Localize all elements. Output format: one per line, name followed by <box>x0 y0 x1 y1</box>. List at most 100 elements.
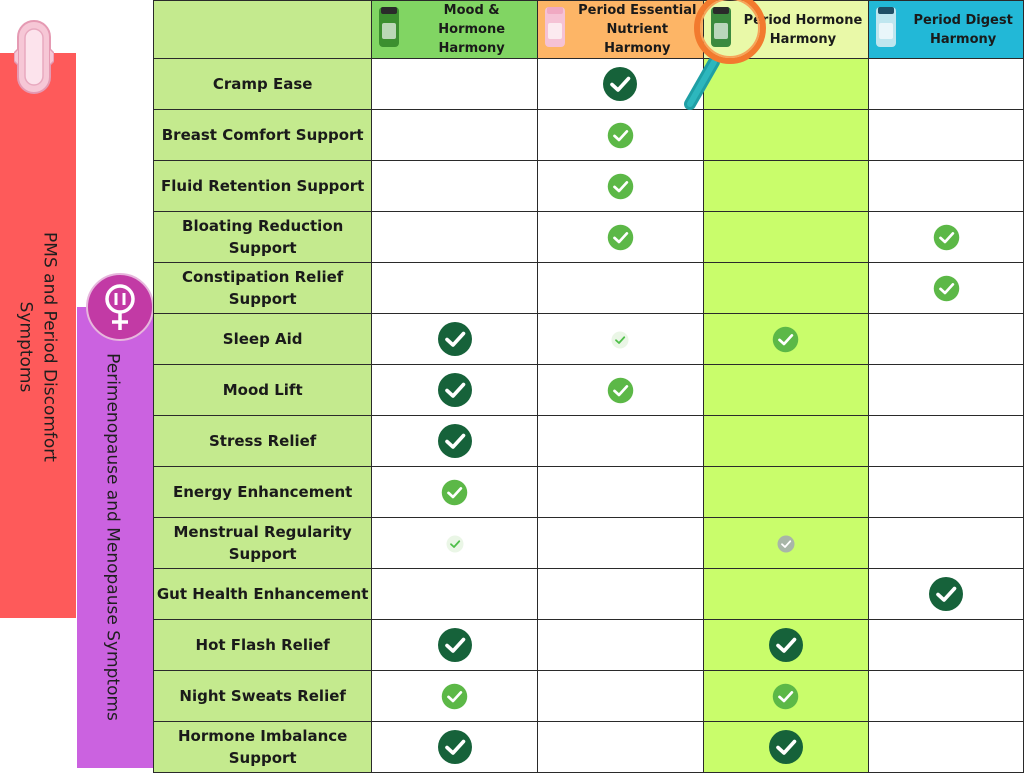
table-cell <box>536 517 704 569</box>
table-row: Constipation Relief Support <box>152 262 1024 314</box>
check-icon <box>933 275 960 302</box>
table-cell <box>371 109 538 161</box>
sanitary-pad-icon <box>14 20 54 94</box>
check-icon <box>772 683 799 710</box>
check-icon <box>441 683 468 710</box>
row-label-stress-relief: Stress Relief <box>152 415 373 467</box>
table-cell <box>536 313 704 365</box>
check-icon <box>933 224 960 251</box>
table-cell <box>702 619 870 671</box>
table-cell <box>702 109 870 161</box>
row-label-bloating-reduction-support: Bloating Reduction Support <box>152 211 373 263</box>
table-cell <box>868 415 1024 467</box>
table-cell <box>868 619 1024 671</box>
check-icon <box>441 479 468 506</box>
table-cell <box>702 568 870 620</box>
check-icon <box>602 66 638 102</box>
table-row: Night Sweats Relief <box>152 670 1024 722</box>
check-icon <box>607 224 634 251</box>
table-row: Mood Lift <box>152 364 1024 416</box>
perimenopause-band-label: Perimenopause and Menopause Symptoms <box>102 353 123 721</box>
table-cell <box>371 670 538 722</box>
row-label-fluid-retention-support: Fluid Retention Support <box>152 160 373 212</box>
table-cell <box>868 313 1024 365</box>
table-cell <box>536 670 704 722</box>
table-row: Gut Health Enhancement <box>152 568 1024 620</box>
table-cell <box>371 619 538 671</box>
check-icon <box>437 729 473 765</box>
venus-symbol-icon <box>86 273 154 341</box>
table-cell <box>371 313 538 365</box>
column-header-label: Period Hormone Harmony <box>743 12 863 47</box>
perimenopause-band: Perimenopause and Menopause Symptoms <box>77 307 153 768</box>
check-icon <box>772 326 799 353</box>
row-label-cramp-ease: Cramp Ease <box>152 58 373 110</box>
check-icon <box>607 122 634 149</box>
comparison-table: Mood & Hormone Harmony Period Essential … <box>152 0 1024 773</box>
table-cell <box>868 160 1024 212</box>
table-cell <box>371 517 538 569</box>
row-label-constipation-relief-support: Constipation Relief Support <box>152 262 373 314</box>
column-header-label: Mood & Hormone Harmony <box>438 3 506 56</box>
column-header-label: Period Essential Nutrient Harmony <box>578 3 697 56</box>
check-icon <box>928 576 964 612</box>
check-icon <box>607 173 634 200</box>
table-cell <box>371 211 538 263</box>
table-cell <box>868 262 1024 314</box>
column-header-label: Period Digest Harmony <box>913 12 1013 47</box>
table-cell <box>536 568 704 620</box>
table-cell <box>702 415 870 467</box>
table-cell <box>536 721 704 773</box>
check-icon <box>437 627 473 663</box>
table-row: Fluid Retention Support <box>152 160 1024 212</box>
table-cell <box>536 211 704 263</box>
table-cell <box>868 109 1024 161</box>
column-header-period-digest-harmony: Period Digest Harmony <box>868 0 1024 59</box>
table-row: Energy Enhancement <box>152 466 1024 518</box>
table-cell <box>536 109 704 161</box>
check-icon <box>777 535 795 553</box>
table-row: Bloating Reduction Support <box>152 211 1024 263</box>
corner-cell <box>152 0 373 59</box>
table-cell <box>868 211 1024 263</box>
table-cell <box>868 568 1024 620</box>
row-label-mood-lift: Mood Lift <box>152 364 373 416</box>
table-cell <box>868 58 1024 110</box>
table-cell <box>868 517 1024 569</box>
table-cell <box>702 211 870 263</box>
check-icon <box>437 321 473 357</box>
table-row: Hormone Imbalance Support <box>152 721 1024 773</box>
check-icon <box>611 331 629 349</box>
pms-band-label: PMS and Period Discomfort Symptoms <box>15 232 60 462</box>
table-cell <box>371 568 538 620</box>
table-cell <box>371 364 538 416</box>
magnifying-glass-icon <box>684 0 766 110</box>
pms-band: PMS and Period Discomfort Symptoms <box>0 53 76 618</box>
product-bottle-icon <box>710 7 731 47</box>
row-label-hormone-imbalance-support: Hormone Imbalance Support <box>152 721 373 773</box>
column-header-period-essential-nutrient-harmony: Period Essential Nutrient Harmony <box>536 0 704 59</box>
header-row: Mood & Hormone Harmony Period Essential … <box>152 0 1024 59</box>
table-cell <box>868 721 1024 773</box>
check-icon <box>446 535 464 553</box>
row-label-night-sweats-relief: Night Sweats Relief <box>152 670 373 722</box>
product-bottle-icon <box>876 7 897 47</box>
table-cell <box>536 160 704 212</box>
product-bottle-icon <box>544 7 565 47</box>
table-cell <box>536 619 704 671</box>
check-icon <box>607 377 634 404</box>
table-cell <box>371 262 538 314</box>
table-cell <box>371 160 538 212</box>
table-row: Breast Comfort Support <box>152 109 1024 161</box>
table-cell <box>702 364 870 416</box>
check-icon <box>768 729 804 765</box>
column-header-mood-hormone-harmony: Mood & Hormone Harmony <box>371 0 538 59</box>
row-label-hot-flash-relief: Hot Flash Relief <box>152 619 373 671</box>
product-bottle-icon <box>379 7 400 47</box>
table-row: Sleep Aid <box>152 313 1024 365</box>
table-cell <box>371 415 538 467</box>
row-label-menstrual-regularity-support: Menstrual Regularity Support <box>152 517 373 569</box>
table-cell <box>702 517 870 569</box>
table-cell <box>371 721 538 773</box>
